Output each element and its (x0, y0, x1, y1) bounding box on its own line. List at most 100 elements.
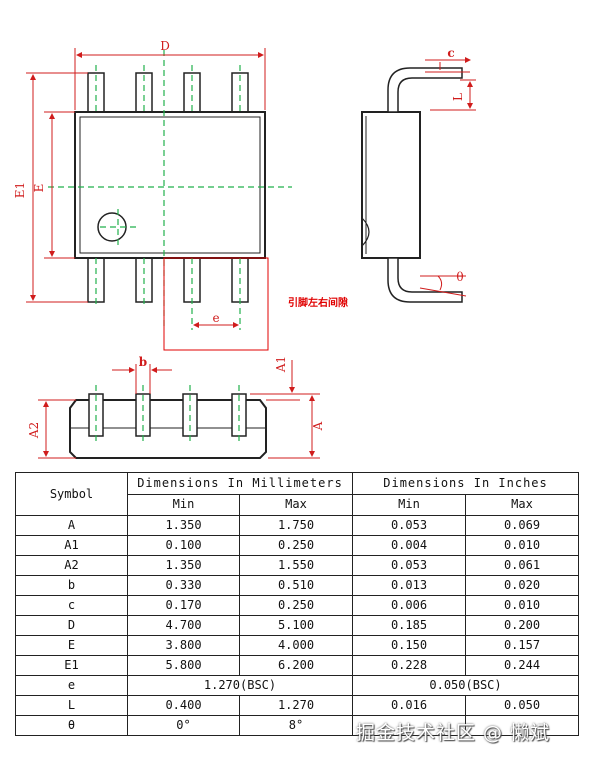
label-A1: A1 (274, 356, 288, 373)
cell-mm-max: 1.550 (239, 555, 353, 576)
cell-mm-max: 0.510 (239, 575, 353, 596)
package-body (74, 111, 266, 259)
side-lead-bottom (387, 257, 463, 303)
cell-in-min: 0.053 (352, 555, 466, 576)
cell-mm-min: 1.350 (127, 555, 240, 576)
cell-in-max: 0.020 (465, 575, 579, 596)
cell-in-min: 0.004 (352, 535, 466, 556)
cell-symbol: e (15, 675, 128, 696)
cell-in-max: 0.061 (465, 555, 579, 576)
cell-mm-max: 1.270 (239, 695, 353, 716)
cell-in-max: 0.244 (465, 655, 579, 676)
cell-mm-min: 0.400 (127, 695, 240, 716)
cell-symbol: E (15, 635, 128, 656)
top-pins (87, 72, 249, 113)
pin-spacing-note: 引脚左右间隙 (288, 296, 348, 309)
cell-symbol: E1 (15, 655, 128, 676)
cell-in-max: 0.069 (465, 515, 579, 536)
dimensions-table: Symbol Dimensions In Millimeters Dimensi… (15, 472, 579, 736)
cell-mm-max: 0.250 (239, 535, 353, 556)
top-view: D E1 E e 引脚左右间隙 (13, 39, 348, 351)
label-c: c (447, 46, 454, 60)
cell-in-min: 0.016 (352, 695, 466, 716)
cell-symbol: A1 (15, 535, 128, 556)
side-lead-top (387, 67, 463, 113)
pin-spacing-box (163, 257, 269, 351)
cell-in-max: 0.010 (465, 595, 579, 616)
dim-L (430, 79, 476, 111)
header-inches: Dimensions In Inches (352, 472, 579, 495)
cell-mm-min: 0.170 (127, 595, 240, 616)
dim-E (44, 111, 75, 259)
dim-E1 (26, 72, 88, 303)
side-body (361, 111, 421, 259)
cell-in-max: 0.050 (465, 695, 579, 716)
cell-mm-min: 1.350 (127, 515, 240, 536)
front-centerlines (95, 385, 240, 445)
cell-mm-min: 3.800 (127, 635, 240, 656)
header-in-min: Min (352, 493, 466, 516)
cell-symbol: L (15, 695, 128, 716)
dim-b (112, 364, 172, 394)
cell-mm-max: 8° (239, 715, 353, 736)
label-A2: A2 (27, 422, 41, 439)
cell-mm-max: 4.000 (239, 635, 353, 656)
cell-in-min: 0.053 (352, 515, 466, 536)
cell-symbol: A2 (15, 555, 128, 576)
watermark: 掘金技术社区 @ 懒斌 (356, 722, 551, 744)
label-e: e (212, 311, 219, 325)
header-symbol: Symbol (15, 472, 128, 516)
cell-mm-min: 4.700 (127, 615, 240, 636)
label-L: L (451, 93, 465, 101)
cell-mm-max: 5.100 (239, 615, 353, 636)
cell-mm-max: 0.250 (239, 595, 353, 616)
cell-symbol: b (15, 575, 128, 596)
label-theta: θ (456, 270, 463, 284)
header-mm-min: Min (127, 493, 240, 516)
dim-A2 (38, 399, 76, 459)
cell-in-max: 0.010 (465, 535, 579, 556)
side-view: c L θ (361, 46, 476, 303)
cell-in-max: 0.200 (465, 615, 579, 636)
cell-mm-min: 0.330 (127, 575, 240, 596)
cell-mm-span: 1.270(BSC) (127, 675, 353, 696)
package-drawing: D E1 E e 引脚左右间隙 (13, 39, 476, 459)
dim-A (250, 393, 320, 459)
label-b: b (139, 355, 147, 369)
cell-symbol: D (15, 615, 128, 636)
cell-in-min: 0.185 (352, 615, 466, 636)
header-mm-max: Max (239, 493, 353, 516)
label-D: D (160, 39, 170, 53)
cell-symbol: c (15, 595, 128, 616)
cell-in-min: 0.228 (352, 655, 466, 676)
cell-in-min: 0.013 (352, 575, 466, 596)
dim-c (425, 57, 471, 73)
front-view: b A1 A A2 (27, 355, 325, 459)
cell-symbol: A (15, 515, 128, 536)
cell-in-max (465, 715, 579, 736)
header-millimeters: Dimensions In Millimeters (127, 472, 353, 495)
cell-in-max: 0.157 (465, 635, 579, 656)
cell-mm-min: 0.100 (127, 535, 240, 556)
cell-mm-max: 6.200 (239, 655, 353, 676)
label-E1: E1 (13, 182, 27, 198)
dim-D (74, 48, 266, 110)
cell-in-span: 0.050(BSC) (352, 675, 579, 696)
header-in-max: Max (465, 493, 579, 516)
cell-mm-max: 1.750 (239, 515, 353, 536)
cell-in-min: 0.150 (352, 635, 466, 656)
cell-mm-min: 0° (127, 715, 240, 736)
dim-theta (419, 275, 467, 297)
cell-mm-min: 5.800 (127, 655, 240, 676)
